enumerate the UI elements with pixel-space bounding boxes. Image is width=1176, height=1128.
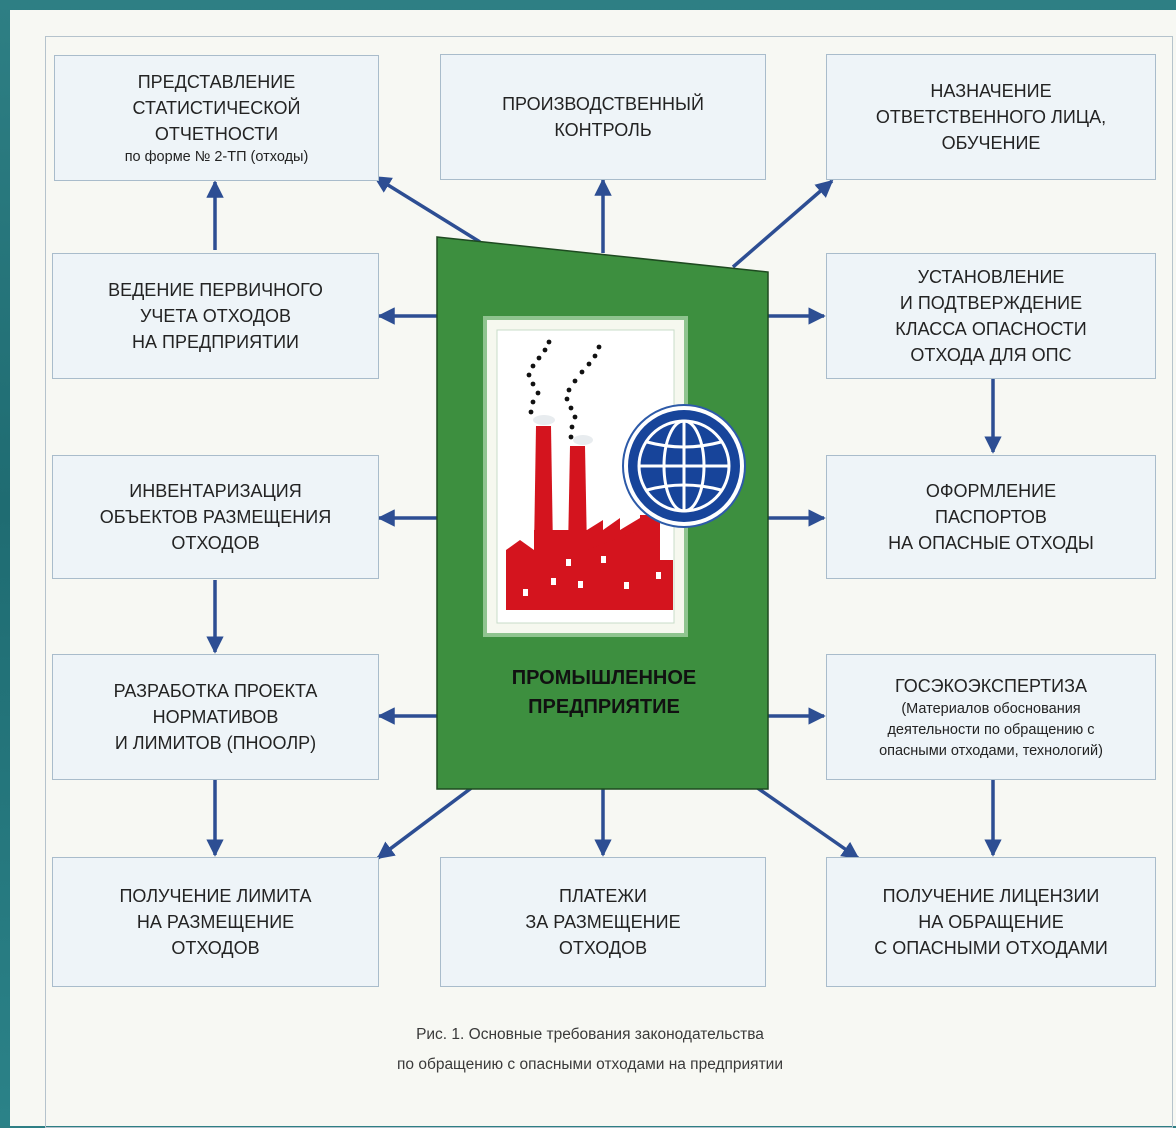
box-line: (Материалов обоснования xyxy=(901,700,1081,717)
box-statistical-reporting: ПРЕДСТАВЛЕНИЕ СТАТИСТИЧЕСКОЙ ОТЧЕТНОСТИ … xyxy=(54,55,379,181)
figure-caption: Рис. 1. Основные требования законодатель… xyxy=(280,1020,900,1080)
box-inventory: ИНВЕНТАРИЗАЦИЯ ОБЪЕКТОВ РАЗМЕЩЕНИЯ ОТХОД… xyxy=(52,455,379,579)
caption-line-2: по обращению с опасными отходами на пред… xyxy=(397,1056,783,1073)
box-placement-limit: ПОЛУЧЕНИЕ ЛИМИТА НА РАЗМЕЩЕНИЕ ОТХОДОВ xyxy=(52,857,379,987)
box-license: ПОЛУЧЕНИЕ ЛИЦЕНЗИИ НА ОБРАЩЕНИЕ С ОПАСНЫ… xyxy=(826,857,1156,987)
box-line: ОТХОДОВ xyxy=(558,938,648,958)
box-line: ОТХОДОВ xyxy=(171,938,260,958)
globe-icon xyxy=(622,404,746,528)
box-norms-project: РАЗРАБОТКА ПРОЕКТА НОРМАТИВОВ И ЛИМИТОВ … xyxy=(52,654,379,780)
box-payments: ПЛАТЕЖИ ЗА РАЗМЕЩЕНИЕ ОТХОДОВ xyxy=(440,857,766,987)
box-responsible-person: НАЗНАЧЕНИЕ ОТВЕТСТВЕННОГО ЛИЦА, ОБУЧЕНИЕ xyxy=(826,54,1156,180)
box-line: С ОПАСНЫМИ ОТХОДАМИ xyxy=(874,938,1108,958)
box-line: ГОСЭКОЭКСПЕРТИЗА xyxy=(895,675,1087,696)
box-line: ВЕДЕНИЕ ПЕРВИЧНОГО xyxy=(108,280,323,300)
box-line: ПРОИЗВОДСТВЕННЫЙ xyxy=(502,94,704,114)
box-production-control: ПРОИЗВОДСТВЕННЫЙ КОНТРОЛЬ xyxy=(440,54,766,180)
box-line: НА ПРЕДПРИЯТИИ xyxy=(132,332,299,352)
box-line: ОБУЧЕНИЕ xyxy=(941,133,1041,153)
box-line: ОТВЕТСТВЕННОГО ЛИЦА, xyxy=(875,107,1107,127)
box-line: КЛАССА ОПАСНОСТИ xyxy=(895,319,1087,339)
box-line: деятельности по обращению с xyxy=(887,721,1095,738)
box-line: РАЗРАБОТКА ПРОЕКТА xyxy=(113,681,318,701)
box-line: УСТАНОВЛЕНИЕ xyxy=(917,267,1065,287)
box-line: ПЛАТЕЖИ xyxy=(559,886,647,906)
box-line: ИНВЕНТАРИЗАЦИЯ xyxy=(129,481,302,501)
box-line: КОНТРОЛЬ xyxy=(554,120,652,140)
box-line: ОТХОДОВ xyxy=(171,533,260,553)
box-passports: ОФОРМЛЕНИЕ ПАСПОРТОВ НА ОПАСНЫЕ ОТХОДЫ xyxy=(826,455,1156,579)
box-line: ПОЛУЧЕНИЕ ЛИЦЕНЗИИ xyxy=(882,886,1100,906)
box-primary-accounting: ВЕДЕНИЕ ПЕРВИЧНОГО УЧЕТА ОТХОДОВ НА ПРЕД… xyxy=(52,253,379,379)
box-line: опасными отходами, технологий) xyxy=(879,742,1103,759)
arrow-to-limit xyxy=(376,778,484,860)
box-line: по форме № 2-ТП (отходы) xyxy=(124,148,309,165)
box-line: И ПОДТВЕРЖДЕНИЕ xyxy=(899,293,1083,313)
box-line: СТАТИСТИЧЕСКОЙ xyxy=(132,97,301,118)
arrow-to-license xyxy=(744,778,860,860)
box-line: ОТЧЕТНОСТИ xyxy=(154,123,279,144)
box-line: НАЗНАЧЕНИЕ xyxy=(930,81,1052,101)
box-line: НА ОБРАЩЕНИЕ xyxy=(918,912,1064,932)
box-line: И ЛИМИТОВ (ПНООЛР) xyxy=(114,733,317,753)
caption-line-1: Рис. 1. Основные требования законодатель… xyxy=(416,1026,764,1043)
box-line: ПАСПОРТОВ xyxy=(935,507,1047,527)
box-line: ОБЪЕКТОВ РАЗМЕЩЕНИЯ xyxy=(99,507,332,527)
box-hazard-class: УСТАНОВЛЕНИЕ И ПОДТВЕРЖДЕНИЕ КЛАССА ОПАС… xyxy=(826,253,1156,379)
enterprise-label-line2: ПРЕДПРИЯТИЕ xyxy=(528,696,680,718)
arrow-to-responsible-person xyxy=(731,179,834,269)
box-line: ЗА РАЗМЕЩЕНИЕ xyxy=(525,912,681,932)
box-line: УЧЕТА ОТХОДОВ xyxy=(139,306,292,326)
box-line: НА ОПАСНЫЕ ОТХОДЫ xyxy=(888,533,1094,553)
box-line: ОФОРМЛЕНИЕ xyxy=(925,481,1057,501)
enterprise-label-line1: ПРОМЫШЛЕННОЕ xyxy=(512,667,697,689)
box-line: ПРЕДСТАВЛЕНИЕ xyxy=(137,71,296,92)
box-line: НОРМАТИВОВ xyxy=(152,707,279,727)
enterprise-panel: ПРОМЫШЛЕННОЕ ПРЕДПРИЯТИЕ xyxy=(436,236,769,790)
smoke-icon xyxy=(526,339,602,440)
box-state-expertise: ГОСЭКОЭКСПЕРТИЗА (Материалов обоснования… xyxy=(826,654,1156,780)
arrow-to-statistics xyxy=(373,175,481,244)
factory-icon xyxy=(506,426,673,610)
box-line: ПОЛУЧЕНИЕ ЛИМИТА xyxy=(119,886,312,906)
box-line: ОТХОДА ДЛЯ ОПС xyxy=(910,345,1072,365)
box-line: НА РАЗМЕЩЕНИЕ xyxy=(136,912,295,932)
